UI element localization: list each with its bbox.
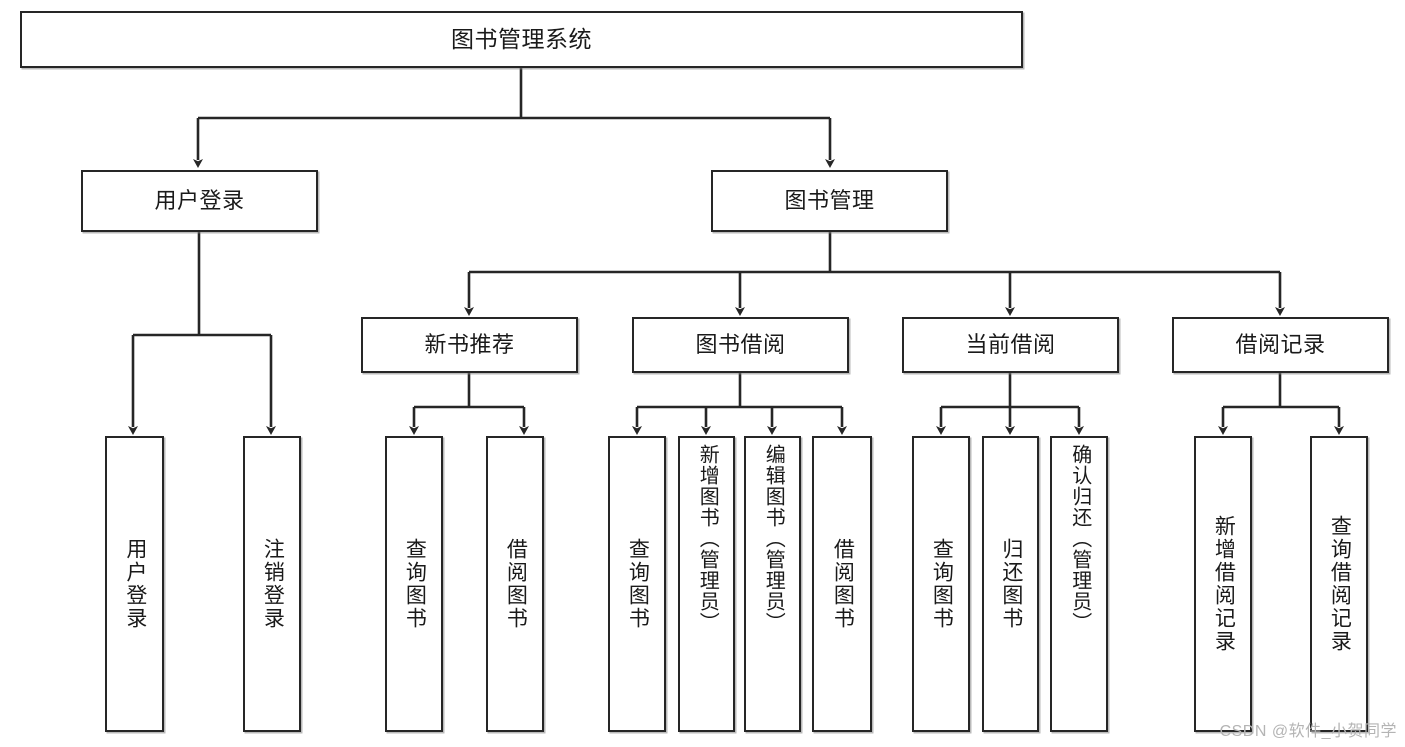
node-label: 借阅图书 xyxy=(831,538,855,630)
leaf-add-borrow-record[interactable]: 新增借阅记录 xyxy=(1194,436,1252,732)
node-borrow-record[interactable]: 借阅记录 xyxy=(1172,317,1389,373)
node-label: 确认归还（管理员） xyxy=(1068,444,1091,633)
node-label: 新书推荐 xyxy=(424,332,515,358)
node-label: 新增借阅记录 xyxy=(1212,515,1236,653)
node-label: 注销登录 xyxy=(261,538,285,630)
node-label: 查询图书 xyxy=(930,538,954,630)
node-label: 借阅记录 xyxy=(1235,332,1326,358)
leaf-logout-login[interactable]: 注销登录 xyxy=(243,436,301,732)
node-label: 查询图书 xyxy=(403,538,427,630)
node-label: 图书管理系统 xyxy=(451,26,592,53)
node-label: 归还图书 xyxy=(999,538,1023,630)
leaf-confirm-return-admin[interactable]: 确认归还（管理员） xyxy=(1050,436,1108,732)
node-label: 新增图书（管理员） xyxy=(696,444,719,633)
node-book-management[interactable]: 图书管理 xyxy=(711,170,948,232)
node-root-book-management-system[interactable]: 图书管理系统 xyxy=(20,11,1023,68)
node-label: 查询借阅记录 xyxy=(1328,515,1352,653)
leaf-query-borrow-record[interactable]: 查询借阅记录 xyxy=(1310,436,1368,732)
leaf-query-book-1[interactable]: 查询图书 xyxy=(385,436,443,732)
csdn-watermark: CSDN @软件_小贺同学 xyxy=(1219,723,1397,740)
node-label: 借阅图书 xyxy=(504,538,528,630)
leaf-query-book-3[interactable]: 查询图书 xyxy=(912,436,970,732)
node-label: 当前借阅 xyxy=(965,332,1056,358)
node-new-book-recommendation[interactable]: 新书推荐 xyxy=(361,317,578,373)
node-label: 用户登录 xyxy=(123,538,147,630)
node-label: 编辑图书（管理员） xyxy=(762,444,785,633)
leaf-borrow-book-2[interactable]: 借阅图书 xyxy=(812,436,872,732)
node-label: 图书管理 xyxy=(784,188,875,214)
leaf-return-book[interactable]: 归还图书 xyxy=(982,436,1039,732)
node-label: 查询图书 xyxy=(626,538,650,630)
leaf-query-book-2[interactable]: 查询图书 xyxy=(608,436,666,732)
leaf-add-book-admin[interactable]: 新增图书（管理员） xyxy=(678,436,735,732)
leaf-user-login[interactable]: 用户登录 xyxy=(105,436,164,732)
node-label: 用户登录 xyxy=(154,188,245,214)
node-book-borrow[interactable]: 图书借阅 xyxy=(632,317,849,373)
node-user-login[interactable]: 用户登录 xyxy=(81,170,318,232)
leaf-borrow-book-1[interactable]: 借阅图书 xyxy=(486,436,544,732)
node-label: 图书借阅 xyxy=(695,332,786,358)
node-current-borrow[interactable]: 当前借阅 xyxy=(902,317,1119,373)
leaf-edit-book-admin[interactable]: 编辑图书（管理员） xyxy=(744,436,801,732)
